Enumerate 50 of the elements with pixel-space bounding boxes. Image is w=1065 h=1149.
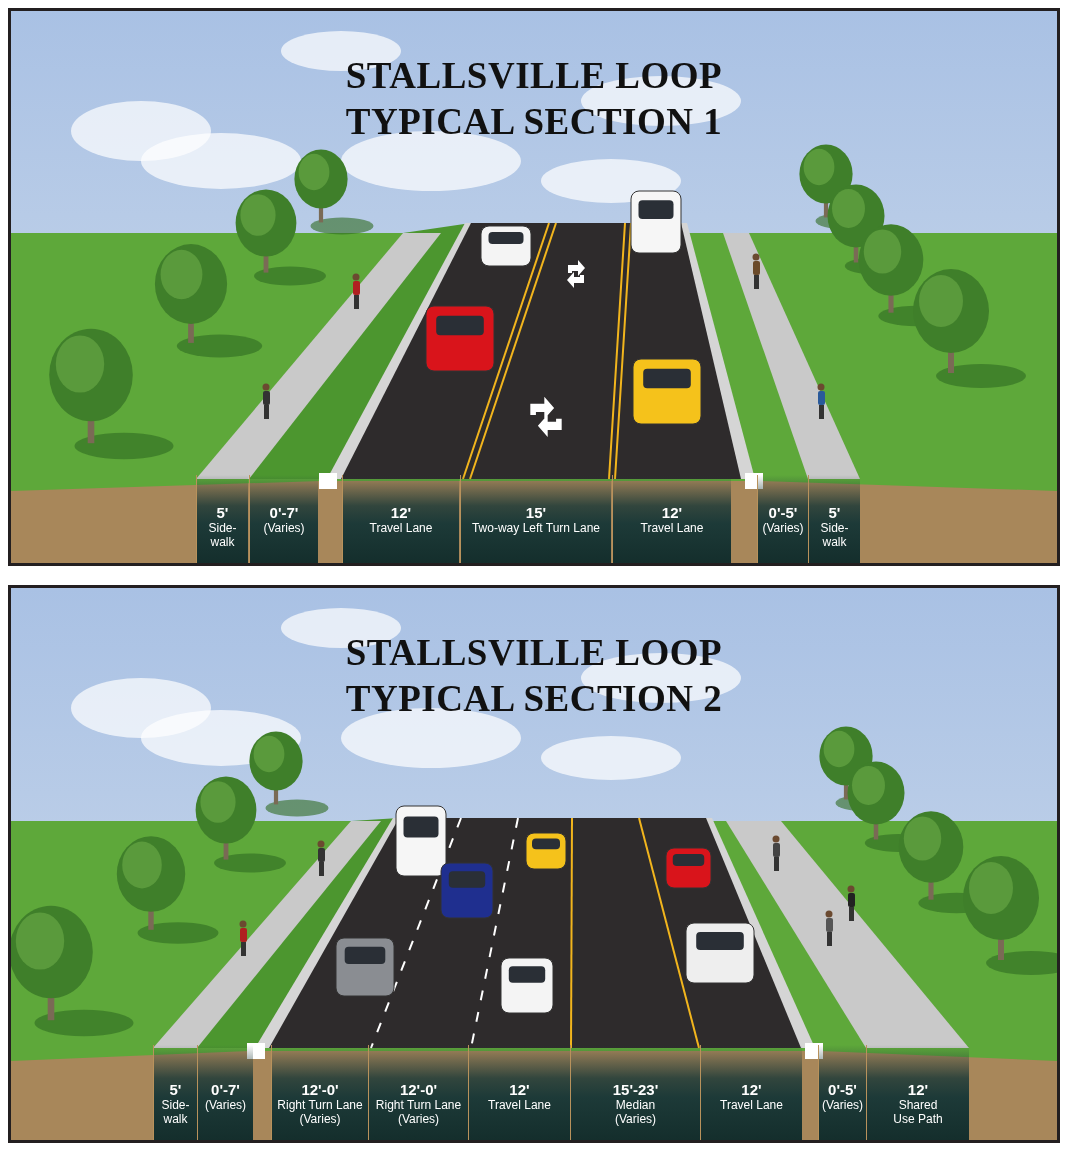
lane-description: Travel Lane <box>487 1098 552 1112</box>
lane-description: (Varies) <box>262 521 306 535</box>
lane-description: Right Turn Lane (Varies) <box>276 1098 364 1126</box>
lane-description: Right Turn Lane (Varies) <box>374 1098 463 1126</box>
lane-description: Travel Lane <box>639 521 705 535</box>
lane-description: (Varies) <box>203 1098 248 1112</box>
lane-description: Shared Use Path <box>892 1098 944 1126</box>
dimension-value: 12'-0' <box>300 1082 340 1098</box>
dimension-value: 12' <box>660 505 684 521</box>
dimension-column <box>612 475 731 563</box>
lane-description: Side- walk <box>819 521 850 549</box>
lane-description: Side- walk <box>160 1098 191 1126</box>
lane-description: (Varies) <box>761 521 805 535</box>
lane-description: Side- walk <box>207 521 238 549</box>
dimension-value: 12' <box>906 1082 930 1098</box>
dimension-column <box>757 475 808 563</box>
dimension-column <box>249 475 318 563</box>
dimension-value: 5' <box>215 505 230 521</box>
dimension-value: 12' <box>508 1082 531 1098</box>
dimension-value: 0'-7' <box>268 505 300 521</box>
dimension-value: 12' <box>740 1082 763 1098</box>
dimension-column <box>700 1045 802 1140</box>
dimension-value: 5' <box>827 505 842 521</box>
lane-description: Median (Varies) <box>613 1098 658 1126</box>
dimension-value: 0'-5' <box>767 505 799 521</box>
dimension-column <box>570 1045 700 1140</box>
dimension-column <box>460 475 611 563</box>
dimension-value: 15'-23' <box>611 1082 660 1098</box>
lane-description: Travel Lane <box>719 1098 784 1112</box>
lane-description: (Varies) <box>820 1098 865 1112</box>
section-heading: STALLSVILLE LOOP TYPICAL SECTION 1 <box>344 54 724 144</box>
dimension-column <box>368 1045 468 1140</box>
dimension-column <box>808 475 860 563</box>
section-heading: STALLSVILLE LOOP TYPICAL SECTION 2 <box>344 631 724 721</box>
lane-description: Two-way Left Turn Lane <box>470 521 602 535</box>
dimension-value: 15' <box>524 505 548 521</box>
dimension-value: 12'-0' <box>398 1082 439 1098</box>
dimension-value: 0'-5' <box>827 1082 858 1098</box>
dimension-column <box>196 475 248 563</box>
dimension-column <box>197 1045 253 1140</box>
dimension-value: 0'-7' <box>210 1082 241 1098</box>
dimension-column <box>342 475 459 563</box>
dimension-column <box>866 1045 969 1140</box>
lane-description: Travel Lane <box>368 521 434 535</box>
dimension-value: 12' <box>389 505 413 521</box>
dimension-column <box>153 1045 197 1140</box>
dimension-column <box>271 1045 368 1140</box>
dimension-column <box>818 1045 866 1140</box>
dimension-column <box>468 1045 570 1140</box>
dimension-value: 5' <box>168 1082 183 1098</box>
